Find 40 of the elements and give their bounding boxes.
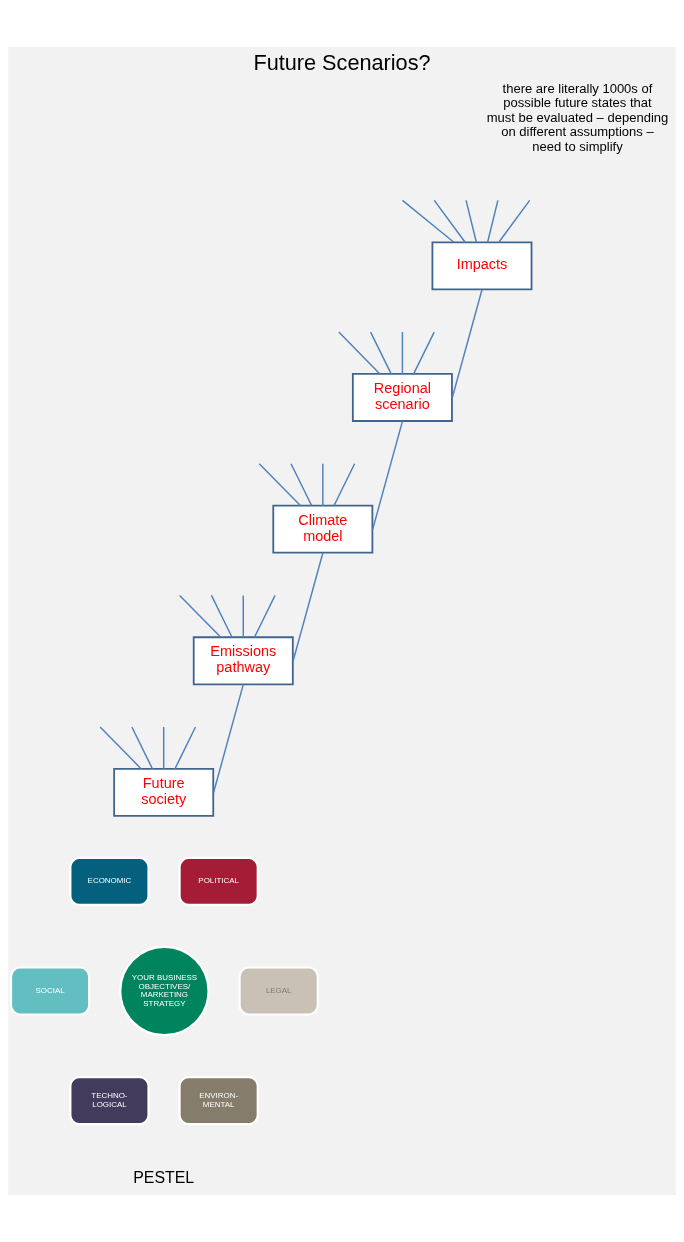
connector: [498, 199, 531, 243]
connector: [338, 331, 381, 375]
connector: [401, 331, 404, 375]
connector: [174, 726, 197, 770]
node-box: Impacts: [431, 241, 533, 291]
connector: [212, 683, 244, 794]
connector: [401, 199, 455, 243]
node-box: Regional scenario: [351, 373, 453, 422]
connector: [210, 594, 233, 638]
node-box: Future society: [113, 768, 215, 817]
connector: [253, 594, 276, 638]
connector: [292, 552, 324, 662]
node-box: LEGAL: [238, 966, 319, 1016]
node-box: ECONOMIC: [69, 856, 150, 906]
connector: [433, 199, 466, 243]
node-box: SOCIAL: [9, 966, 91, 1016]
connector: [333, 463, 356, 507]
label: PESTEL: [133, 1169, 195, 1187]
connector: [99, 726, 142, 770]
connector: [242, 594, 244, 638]
connector: [258, 463, 302, 507]
connector: [451, 288, 483, 399]
connector: [486, 199, 499, 243]
node-box: ENVIRON- MENTAL: [178, 1076, 259, 1126]
connector: [322, 463, 324, 507]
node-box: POLITICAL: [178, 856, 259, 906]
connector: [290, 463, 313, 507]
diagram-title: Future Scenarios?: [253, 50, 431, 76]
connector: [369, 331, 392, 375]
connector: [465, 199, 478, 243]
node-circle: YOUR BUSINESS OBJECTIVES/ MARKETING STRATEGY: [119, 945, 210, 1037]
connector: [131, 726, 154, 770]
connector: [412, 331, 435, 375]
node-box: TECHNO- LOGICAL: [69, 1076, 150, 1126]
connector: [372, 420, 404, 530]
node-box: Climate model: [272, 504, 374, 554]
label: there are literally 1000s of possible future states that must be evaluated – depending on different assumptions – need to simplify: [486, 80, 669, 154]
connector: [162, 726, 165, 770]
node-box: Emissions pathway: [192, 636, 294, 686]
connector: [178, 594, 222, 638]
